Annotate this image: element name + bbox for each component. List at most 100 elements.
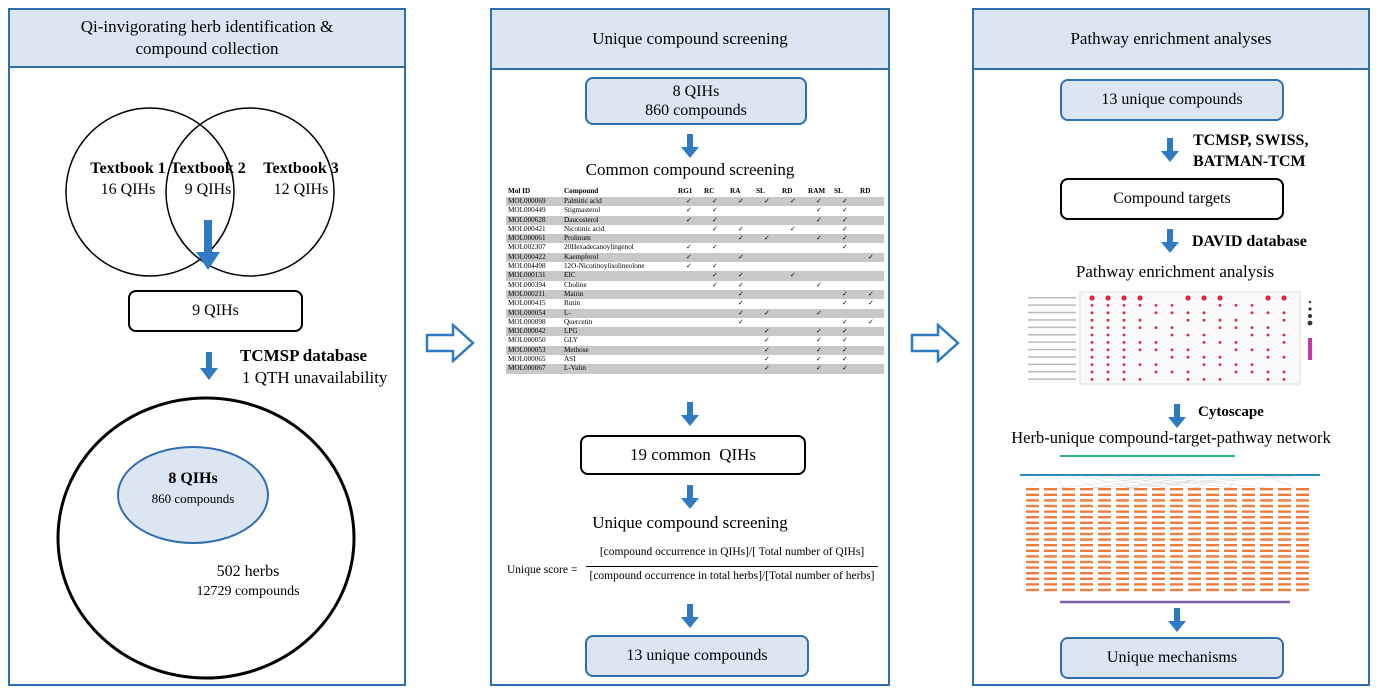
enrichment-dot: [1201, 295, 1207, 301]
check-cell: [780, 281, 806, 290]
arrow-down-icon: [681, 134, 699, 158]
target-node: [1206, 555, 1219, 558]
network-edge: [1096, 475, 1296, 491]
target-node: [1098, 493, 1111, 496]
target-node: [1242, 572, 1255, 575]
enrichment-dot: [1138, 341, 1142, 344]
target-node: [1116, 560, 1129, 564]
check-cell: [676, 299, 702, 308]
thirteen-unique-label: 13 unique compounds: [626, 647, 768, 664]
check-cell: [780, 336, 806, 345]
enrichment-dot: [1265, 295, 1271, 301]
check-cell: ✓: [754, 327, 780, 337]
pathway-label-mark: [1028, 297, 1076, 299]
check-cell: [858, 336, 884, 345]
enrichment-dot: [1090, 355, 1094, 359]
target-node: [1026, 504, 1039, 508]
target-node: [1116, 566, 1129, 569]
target-node: [1026, 521, 1039, 524]
target-node: [1206, 493, 1219, 496]
enrichment-dot: [1090, 311, 1094, 315]
check-cell: ✓: [685, 243, 693, 252]
target-node: [1062, 488, 1075, 491]
enrichment-dot: [1250, 348, 1254, 352]
column-header: Mol ID: [508, 186, 531, 195]
check-cell: [702, 364, 728, 374]
check-cell: [702, 336, 728, 345]
target-node: [1116, 555, 1129, 558]
compound-table: Mol ID Compound RG1 RC RA SL RD RAM SL R…: [506, 186, 884, 374]
check-cell: [676, 308, 702, 318]
legend-size-dot: [1308, 307, 1312, 311]
network-edge: [1249, 475, 1267, 491]
check-cell: [832, 262, 858, 271]
enrichment-dot: [1106, 378, 1110, 381]
check-cell: ✓: [841, 206, 849, 215]
enrichment-dot: [1170, 304, 1174, 307]
target-node: [1206, 549, 1219, 552]
column-header: SL: [756, 186, 765, 195]
target-node: [1260, 488, 1273, 491]
target-node: [1134, 488, 1147, 491]
target-node: [1242, 588, 1255, 592]
target-node: [1296, 527, 1309, 530]
check-cell: [858, 355, 884, 364]
check-cell: [702, 308, 728, 318]
target-node: [1098, 555, 1111, 558]
check-cell: ✓: [754, 308, 780, 318]
target-node: [1026, 516, 1039, 519]
check-cell: [858, 206, 884, 215]
check-cell: ✓: [832, 197, 858, 207]
check-cell: ✓: [737, 224, 745, 233]
target-node: [1242, 504, 1255, 508]
network-edge: [1228, 475, 1236, 491]
target-node: [1242, 527, 1255, 530]
enrichment-dot: [1170, 348, 1174, 352]
target-node: [1296, 577, 1309, 580]
target-node: [1224, 583, 1237, 586]
enrichment-dot: [1089, 295, 1095, 301]
mol-id-cell: MOL000415: [508, 299, 546, 308]
target-node: [1044, 560, 1057, 564]
check-cell: [858, 271, 884, 281]
target-node: [1134, 499, 1147, 502]
target-node: [1188, 538, 1201, 541]
target-node: [1080, 544, 1093, 547]
check-cell: ✓: [806, 308, 832, 318]
target-node: [1098, 527, 1111, 530]
check-cell: ✓: [780, 197, 806, 207]
target-node: [1296, 521, 1309, 524]
formula-denominator: [compound occurrence in total herbs]/[To…: [589, 570, 875, 582]
target-node: [1278, 555, 1291, 558]
target-node: [1296, 560, 1309, 564]
check-cell: [754, 206, 780, 215]
target-node: [1188, 555, 1201, 558]
target-node: [1170, 488, 1183, 491]
mol-id-cell: MOL002307: [508, 243, 546, 252]
panel1-title-line1: Qi-invigorating herb identification &: [80, 17, 334, 36]
target-node: [1242, 488, 1255, 491]
target-node: [1260, 544, 1273, 547]
unique-mechanisms-box: Unique mechanisms: [1060, 637, 1284, 679]
compound-name-cell: Stigmasterol: [563, 206, 601, 215]
enrichment-dot: [1090, 348, 1094, 352]
target-node: [1134, 549, 1147, 552]
compound-name-cell: Mairin: [561, 289, 676, 300]
enrichment-dot: [1122, 355, 1126, 359]
target-node: [1152, 588, 1165, 592]
column-header: RG1: [678, 186, 693, 195]
check-cell: [676, 364, 702, 374]
target-node: [1224, 493, 1237, 496]
target-node: [1152, 577, 1165, 580]
check-cell: [728, 327, 754, 337]
target-node: [1044, 566, 1057, 569]
mol-id-cell: MOL004498: [508, 262, 546, 271]
enrichment-dot: [1218, 326, 1222, 329]
enrichment-dot: [1090, 341, 1094, 344]
